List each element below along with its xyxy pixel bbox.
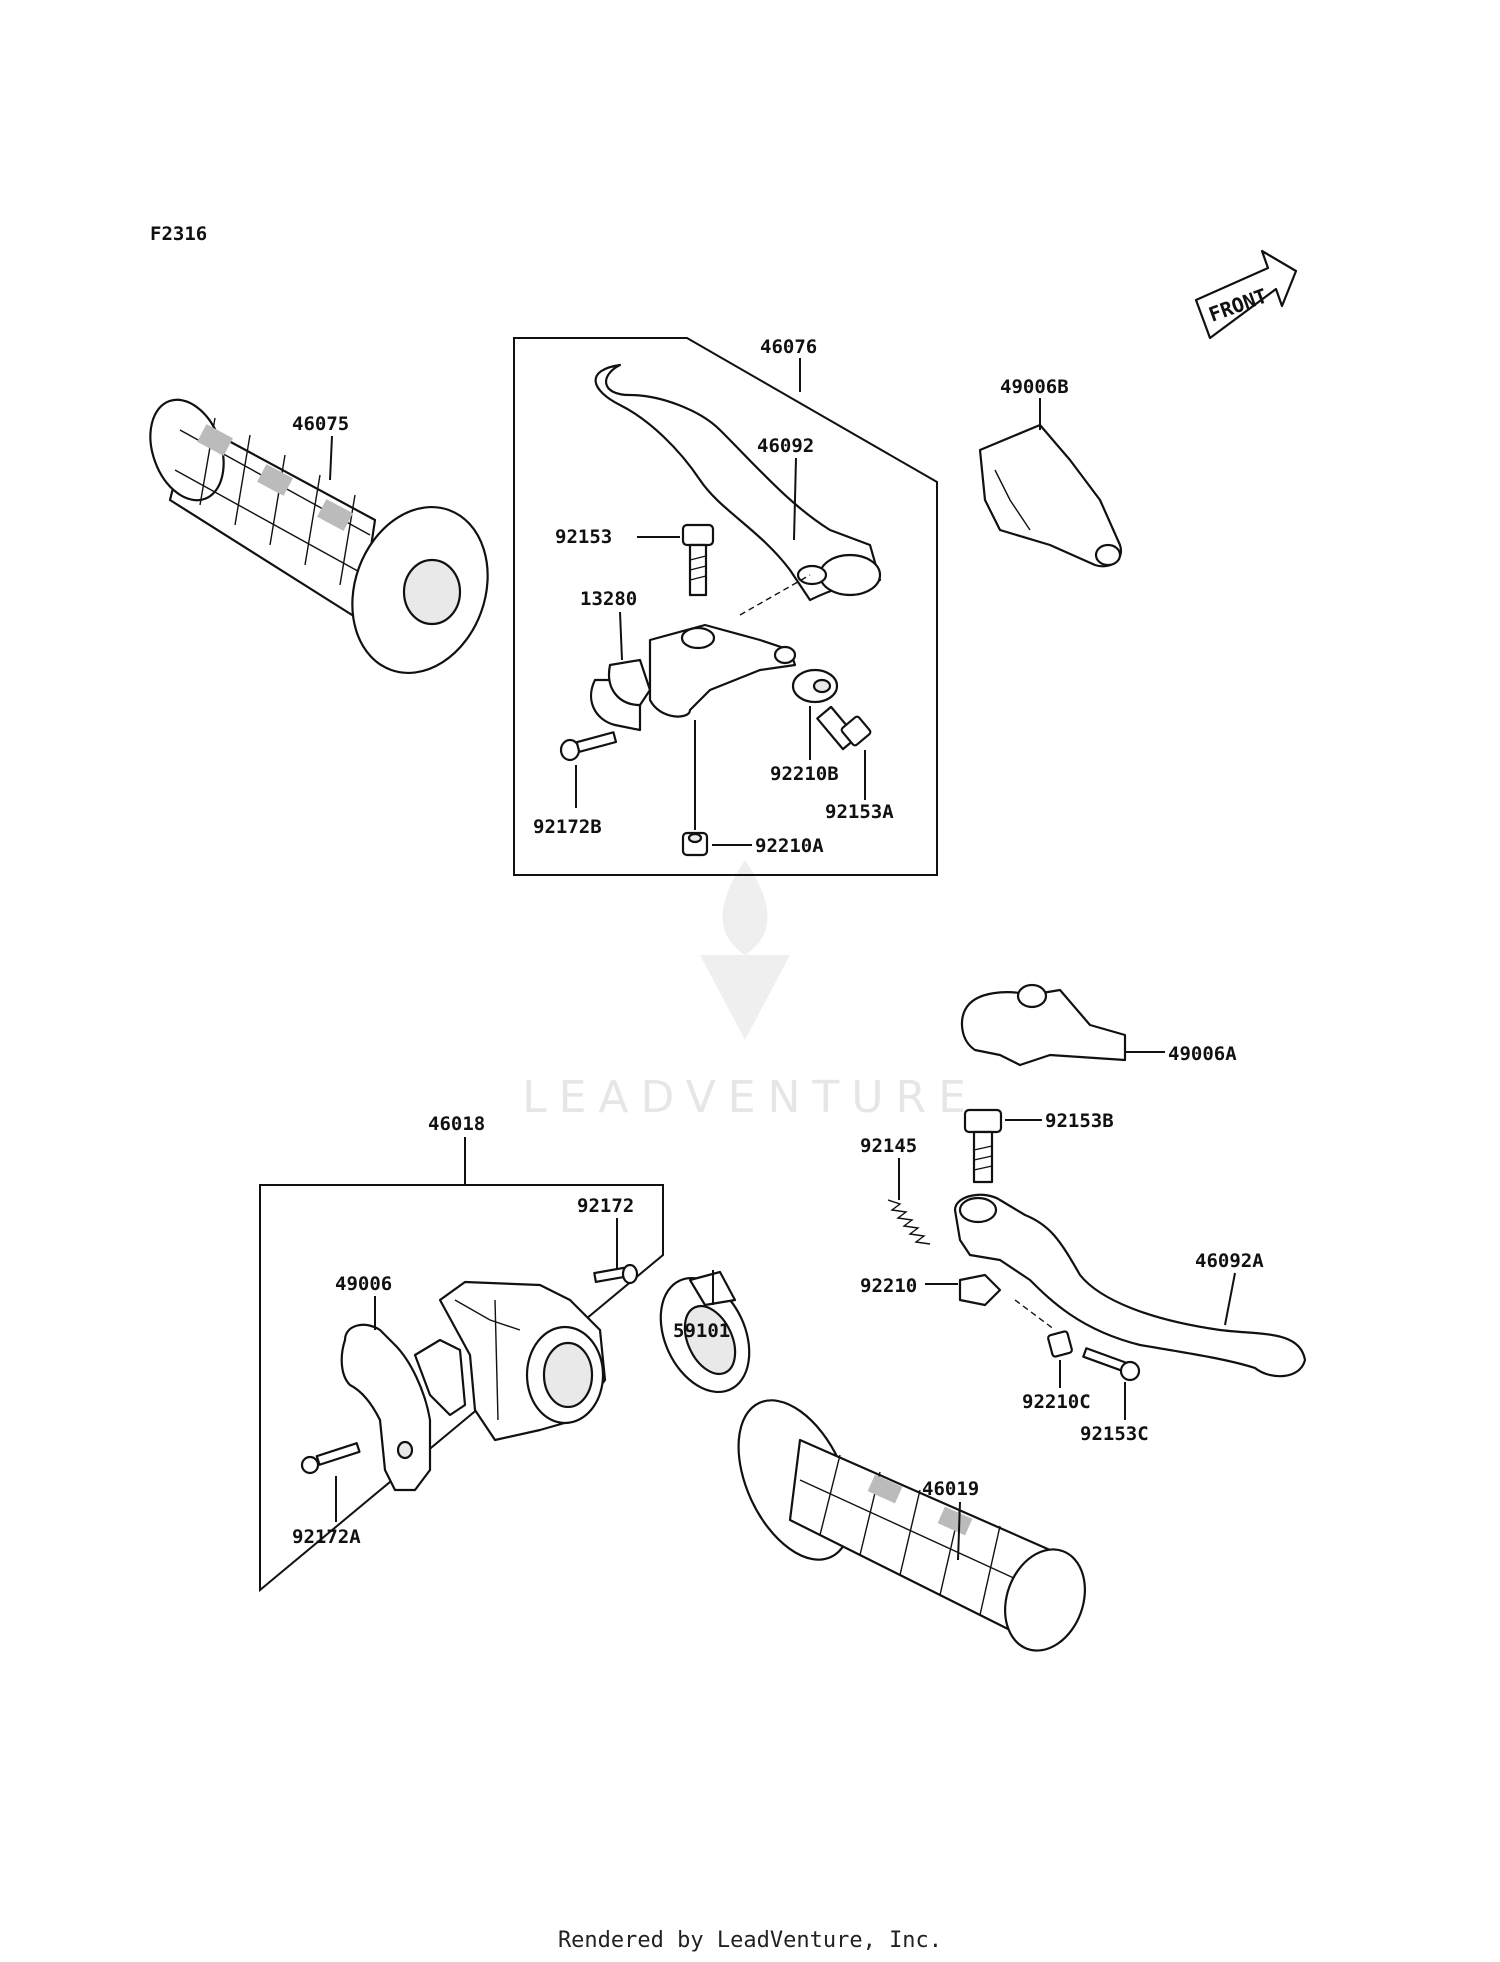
label-46019: 46019 [922, 1478, 979, 1500]
lever-bracket [648, 623, 797, 718]
label-46018: 46018 [428, 1113, 485, 1135]
label-46092: 46092 [757, 435, 814, 457]
label-92153C: 92153C [1080, 1423, 1149, 1445]
spring-92145 [887, 1199, 931, 1245]
label-92172: 92172 [577, 1195, 634, 1217]
label-49006B: 49006B [1000, 376, 1069, 398]
screw-92172A [300, 1442, 361, 1475]
label-49006A: 49006A [1168, 1043, 1237, 1065]
screw-92172 [593, 1263, 639, 1285]
label-92145: 92145 [860, 1135, 917, 1157]
label-92153B: 92153B [1045, 1110, 1114, 1132]
screw-92153A [816, 705, 872, 751]
front-arrow-icon: FRONT [1194, 249, 1298, 340]
figure-code: F2316 [150, 223, 207, 245]
cover-49006 [340, 1323, 432, 1492]
bolt-92153 [681, 523, 715, 597]
footer-credit: Rendered by LeadVenture, Inc. [557, 1928, 943, 1953]
grip-46019 [737, 1399, 1086, 1652]
lever-46092 [594, 363, 882, 616]
kit-box-46076 [513, 337, 938, 876]
grip-46075 [149, 398, 489, 675]
throttle-housing [413, 1280, 607, 1442]
cover-49006A [960, 983, 1127, 1067]
screw-92172B [559, 731, 618, 762]
watermark-text: LEADVENTURE [522, 1072, 978, 1123]
label-46076: 46076 [760, 336, 817, 358]
label-46075: 46075 [292, 413, 349, 435]
nut-92210C [1047, 1330, 1073, 1358]
label-46092A: 46092A [1195, 1250, 1264, 1272]
label-92172A: 92172A [292, 1526, 361, 1548]
label-92153: 92153 [555, 526, 612, 548]
label-59101: 59101 [673, 1320, 730, 1342]
label-92210C: 92210C [1022, 1391, 1091, 1413]
bolt-92153B [963, 1108, 1003, 1184]
clamp-13280 [590, 658, 652, 732]
label-92153A: 92153A [825, 801, 894, 823]
label-49006: 49006 [335, 1273, 392, 1295]
nut-92210A [681, 831, 709, 857]
screw-92153C [1082, 1347, 1141, 1382]
nut-92210 [958, 1273, 1002, 1307]
label-92210B: 92210B [770, 763, 839, 785]
lever-46092A [953, 1193, 1307, 1378]
adjuster-92210B [791, 668, 839, 704]
label-92210A: 92210A [755, 835, 824, 857]
cover-49006B [978, 423, 1123, 568]
label-92210: 92210 [860, 1275, 917, 1297]
leadventure-watermark: LEADVENTURE [522, 860, 978, 1123]
label-92172B: 92172B [533, 816, 602, 838]
label-13280: 13280 [580, 588, 637, 610]
collar-59101 [659, 1270, 751, 1394]
